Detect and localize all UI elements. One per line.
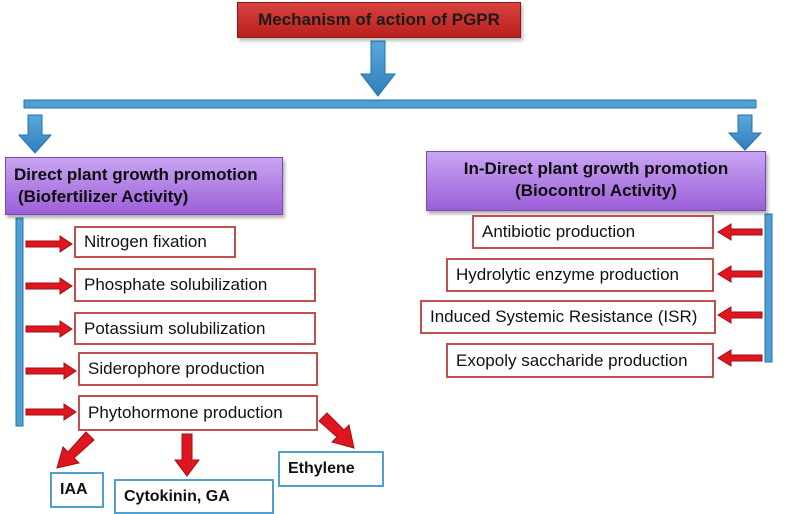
direct-item-siderophore: Siderophore production bbox=[78, 352, 318, 386]
arrow-antibiotic bbox=[717, 223, 763, 241]
left-down-arrow bbox=[17, 114, 53, 154]
direct-item-phosphate: Phosphate solubilization bbox=[74, 268, 316, 302]
hormone-ethylene: Ethylene bbox=[278, 451, 384, 487]
direct-item-label: Phosphate solubilization bbox=[84, 275, 268, 294]
direct-item-label: Nitrogen fixation bbox=[84, 232, 207, 251]
root-down-arrow bbox=[359, 40, 397, 97]
direct-vertical-bar bbox=[15, 217, 24, 427]
arrow-potassium bbox=[25, 320, 73, 338]
hormone-label: Ethylene bbox=[288, 460, 355, 477]
branch-bar bbox=[23, 99, 757, 109]
indirect-vertical-bar bbox=[764, 213, 773, 363]
indirect-item-label: Antibiotic production bbox=[482, 222, 636, 241]
arrow-hydrolytic bbox=[717, 265, 763, 283]
direct-item-phytohormone: Phytohormone production bbox=[78, 395, 318, 431]
root-title-box: Mechanism of action of PGPR bbox=[237, 2, 521, 38]
arrow-to-iaa bbox=[56, 431, 95, 469]
arrow-nitrogen bbox=[25, 235, 73, 253]
arrow-siderophore bbox=[25, 362, 77, 380]
direct-item-label: Potassium solubilization bbox=[84, 318, 266, 338]
indirect-item-label: Hydrolytic enzyme production bbox=[456, 265, 679, 284]
direct-item-label: Siderophore production bbox=[88, 359, 265, 378]
root-title: Mechanism of action of PGPR bbox=[258, 10, 500, 29]
hormone-cytokinin: Cytokinin, GA bbox=[114, 479, 274, 514]
hormone-iaa: IAA bbox=[50, 472, 104, 508]
direct-item-potassium: Potassium solubilization bbox=[74, 312, 316, 345]
indirect-title: In-Direct plant growth promotion bbox=[463, 159, 729, 178]
hormone-label: IAA bbox=[60, 481, 88, 498]
arrow-phosphate bbox=[25, 277, 73, 295]
arrow-to-ethylene bbox=[318, 412, 355, 449]
indirect-item-isr: Induced Systemic Resistance (ISR) bbox=[420, 300, 716, 334]
indirect-item-label: Induced Systemic Resistance (ISR) bbox=[430, 307, 698, 326]
indirect-category-box: In-Direct plant growth promotion (Biocon… bbox=[426, 151, 766, 211]
indirect-subtitle: (Biocontrol Activity) bbox=[515, 181, 677, 200]
direct-subtitle: (Biofertilizer Activity) bbox=[18, 187, 189, 206]
direct-item-label: Phytohormone production bbox=[88, 403, 283, 422]
direct-item-nitrogen: Nitrogen fixation bbox=[74, 226, 236, 258]
direct-title: Direct plant growth promotion bbox=[14, 165, 258, 184]
arrow-exopoly bbox=[717, 349, 763, 367]
right-down-arrow bbox=[727, 114, 763, 151]
direct-category-box: Direct plant growth promotion (Biofertil… bbox=[5, 157, 283, 215]
hormone-label: Cytokinin, GA bbox=[124, 487, 230, 505]
indirect-item-antibiotic: Antibiotic production bbox=[472, 215, 714, 249]
indirect-item-exopoly: Exopoly saccharide production bbox=[446, 343, 714, 378]
arrow-to-cytokinin bbox=[174, 433, 200, 477]
indirect-item-hydrolytic: Hydrolytic enzyme production bbox=[446, 258, 714, 292]
arrow-isr bbox=[717, 306, 763, 324]
arrow-phytohormone bbox=[25, 403, 77, 421]
indirect-item-label: Exopoly saccharide production bbox=[456, 350, 688, 370]
